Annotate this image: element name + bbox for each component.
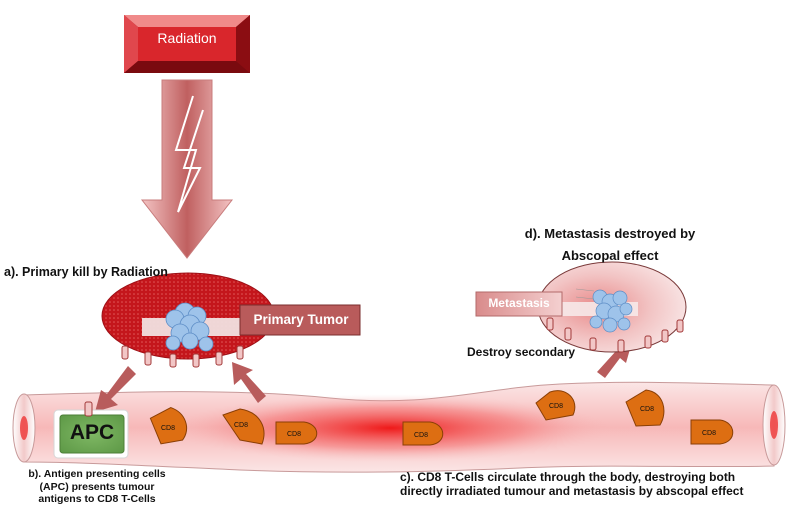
apc-cell [53,401,129,459]
caption-line: Abscopal effect [561,247,659,263]
apc-caption: b). Antigen presenting cells (APC) prese… [2,468,192,506]
svg-text:CD8: CD8 [234,422,248,429]
cd8-cell: CD8 [690,419,734,445]
svg-text:CD8: CD8 [702,430,716,437]
cd8-cell: CD8 [275,421,318,445]
caption-line: directly irradiated tumour and metastasi… [400,484,744,499]
svg-text:CD8: CD8 [161,425,175,432]
tumor-cell-cluster [165,302,214,352]
metastasis-cell-cluster [589,289,633,333]
blood-vessel [12,381,786,473]
metastasis-label: Metastasis [488,296,550,310]
svg-text:CD8: CD8 [549,403,563,410]
cd8-caption: c). CD8 T-Cells circulate through the bo… [400,470,743,499]
cd8-cell: CD8 [535,390,576,421]
cd8-cell: CD8 [402,421,444,446]
svg-text:CD8: CD8 [640,406,654,413]
radiation-box [124,15,250,73]
radiation-down-arrow [140,79,234,259]
cd8-cell: CD8 [625,389,665,427]
metastasis-site [537,261,687,353]
primary-tumor [101,272,275,360]
caption-line: antigens to CD8 T-Cells [38,493,156,506]
cd8-cell: CD8 [149,407,187,445]
cd8-to-tumor-arrow [232,362,266,403]
metastasis-label-box [475,291,563,317]
primary-tumor-label-box [239,304,361,336]
caption-line: b). Antigen presenting cells [28,468,166,480]
metastasis-destroyed-caption: d). Metastasis destroyed by Abscopal eff… [500,226,720,263]
tumor-receptors [121,345,244,368]
caption-line: c). CD8 T-Cells circulate through the bo… [400,470,736,484]
primary-tumor-label: Primary Tumor [253,312,349,327]
destroy-secondary-label: Destroy secondary [467,345,576,359]
cd8-cell: CD8 [222,408,265,445]
caption-line: d). Metastasis destroyed by [524,226,696,241]
primary-kill-label: a). Primary kill by Radiation [4,265,168,279]
svg-text:CD8: CD8 [414,432,428,439]
metastasis-receptors [546,317,684,353]
caption-line: (APC) presents tumour [39,480,155,493]
cd8-cells: CD8 CD8 CD8 CD8 CD8 CD8 CD8 [149,389,734,446]
apc-label: APC [69,421,115,444]
svg-text:CD8: CD8 [287,431,301,438]
radiation-label: Radiation [157,30,217,46]
tumor-to-apc-arrow [95,366,136,412]
